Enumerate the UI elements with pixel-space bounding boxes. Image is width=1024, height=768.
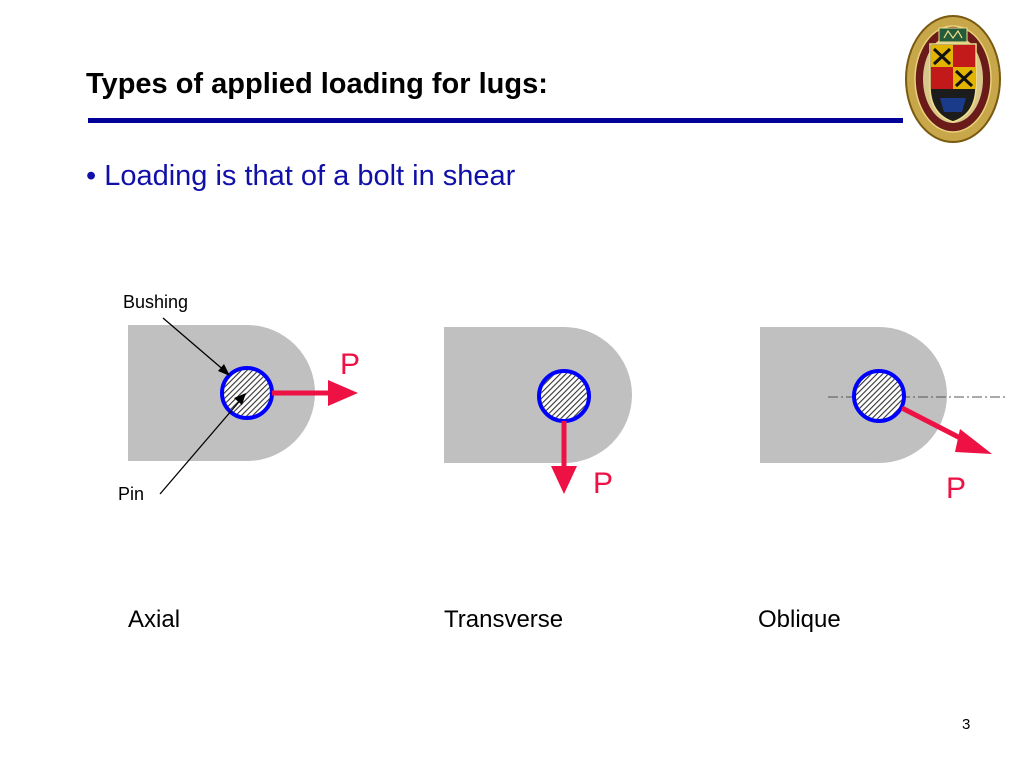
load-label-transverse: P: [593, 467, 613, 500]
leader-line-pin: [159, 395, 245, 495]
load-label-axial: P: [340, 348, 360, 381]
caption-axial: Axial: [128, 606, 181, 633]
title-rule: [88, 118, 903, 123]
slide-title: Types of applied loading for lugs:: [86, 68, 548, 100]
leader-line-bushing: [162, 317, 227, 373]
pin-transverse: [541, 373, 587, 419]
lug-transverse: [444, 327, 632, 494]
pin-axial: [224, 370, 270, 416]
load-arrow-head-transverse: [551, 466, 577, 494]
page-number: 3: [962, 716, 971, 733]
lug-oblique: [760, 327, 1005, 463]
load-arrow-head-oblique: [955, 429, 992, 454]
caption-oblique: Oblique: [758, 606, 841, 633]
bullet-marker: •: [86, 160, 97, 192]
load-arrow-head-axial: [328, 380, 358, 406]
load-arrow-shaft-oblique: [900, 405, 970, 445]
university-seal-icon: [905, 15, 1001, 143]
label-bushing: Bushing: [123, 292, 188, 312]
leader-arrow-bushing: [218, 364, 230, 376]
bushing-ring-oblique: [852, 369, 906, 423]
label-pin: Pin: [118, 484, 144, 504]
bullet-loading: • Loading is that of a bolt in shear: [86, 160, 515, 193]
pin-oblique: [856, 373, 902, 419]
load-label-oblique: P: [946, 472, 966, 505]
leader-arrow-pin: [234, 393, 246, 405]
lug-axial: [128, 325, 358, 461]
bullet-text: Loading is that of a bolt in shear: [104, 160, 516, 192]
caption-transverse: Transverse: [444, 606, 564, 633]
